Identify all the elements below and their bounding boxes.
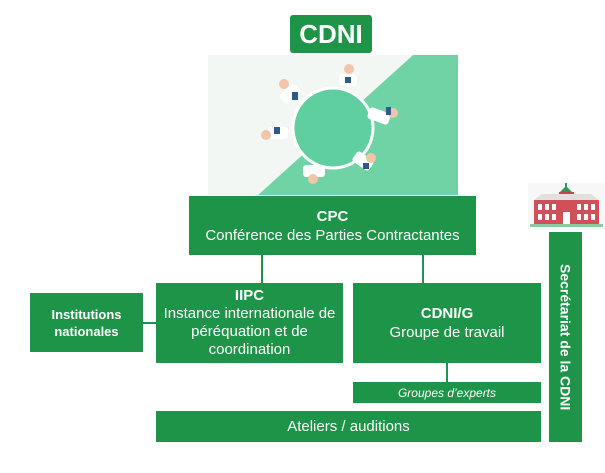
- experts-box: Groupes d’experts: [353, 382, 541, 403]
- ateliers-label: Ateliers / auditions: [287, 418, 410, 435]
- institutions-label: Institutions nationales: [51, 306, 122, 339]
- experts-label: Groupes d’experts: [397, 385, 497, 400]
- connector-institutions-iipc: [143, 322, 156, 324]
- cdni-logo-text: CDNI: [299, 18, 363, 49]
- cpc-box: CPC Conférence des Parties Contractantes: [189, 196, 476, 255]
- cpc-subtitle: Conférence des Parties Contractantes: [205, 226, 460, 244]
- secretariat-label: Secrétariat de la CDNI: [557, 263, 574, 411]
- connector-cpc-cdnig: [422, 255, 424, 283]
- cdnig-title: CDNI/G: [420, 305, 474, 322]
- connector-cpc-iipc: [261, 255, 263, 283]
- secretariat-box: Secrétariat de la CDNI: [549, 232, 582, 442]
- iipc-subtitle: Instance internationale de péréquation e…: [163, 305, 336, 358]
- ateliers-box: Ateliers / auditions: [156, 411, 541, 442]
- meeting-table-illustration: [208, 55, 458, 195]
- cpc-title: CPC: [316, 207, 349, 225]
- institutions-box: Institutions nationales: [30, 293, 143, 352]
- iipc-title: IIPC: [234, 287, 265, 304]
- connector-cdnig-experts: [446, 363, 448, 382]
- cdnig-subtitle: Groupe de travail: [389, 324, 505, 341]
- cdnig-box: CDNI/G Groupe de travail: [353, 283, 541, 363]
- iipc-box: IIPC Instance internationale de péréquat…: [156, 283, 343, 363]
- cdni-logo: CDNI: [290, 15, 372, 53]
- building-icon: [528, 183, 605, 230]
